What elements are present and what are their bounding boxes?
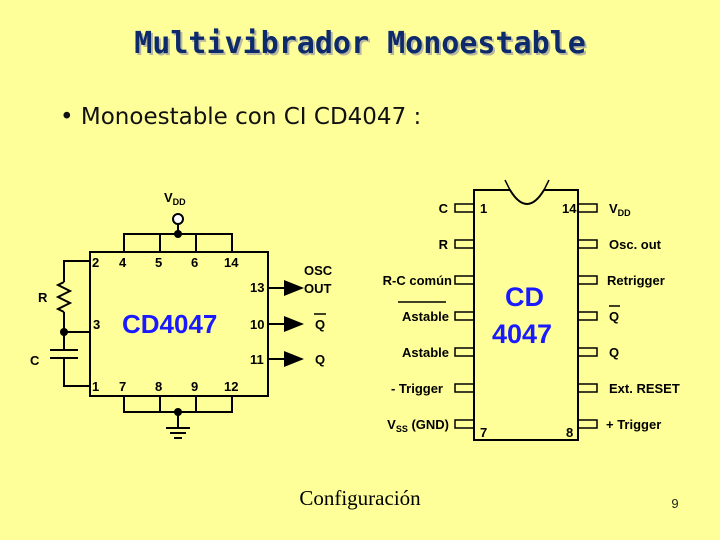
dip-chip-label-line1: CD [505,282,544,312]
osc-out-label-line2: OUT [304,281,332,296]
ground-icon [166,427,190,439]
dip-pin-1: 1 [480,201,487,216]
chip-label: CD4047 [122,309,217,339]
vdd-label: VDD [164,190,186,207]
right-pin-10: 10 [250,317,264,332]
bottom-pin-12: 12 [224,379,238,394]
pin10-label: Q [609,345,619,360]
resistor-label: R [38,290,48,305]
capacitor-symbol [50,349,78,359]
q-bar-output-label: Q [315,317,325,332]
dip-chip-body [473,189,579,441]
pin11-label: Q [609,309,619,324]
pin6-label: - Trigger [391,381,443,396]
pin4-label: Astable [402,309,449,324]
dip-pin-8: 8 [566,425,573,440]
pin14-label: VDD [609,201,631,218]
pin13-label: Osc. out [609,237,662,252]
bullet-text: • Monoestable con CI CD4047 : [60,104,422,130]
resistor-symbol [55,281,73,313]
pin12-label: Retrigger [607,273,665,288]
slide-title: Multivibrador Monoestable [134,26,586,61]
capacitor-label: C [30,353,40,368]
top-pin-6: 6 [191,255,198,270]
top-pin-14: 14 [224,255,239,270]
top-pin-5: 5 [155,255,162,270]
q-output-label: Q [315,352,325,367]
pin8-label: + Trigger [606,417,661,432]
right-pin-11: 11 [250,352,264,367]
osc-out-label-line1: OSC [304,263,333,278]
dip-pin-7: 7 [480,425,487,440]
pin9-label: Ext. RESET [609,381,680,396]
pinout-diagram: CD 4047 1 14 7 8 C R R-C común As [383,179,680,441]
pin2-label: R [439,237,449,252]
bottom-pin-8: 8 [155,379,162,394]
right-pin-13: 13 [250,280,264,295]
left-pin-3: 3 [93,317,100,332]
dip-pin-14: 14 [562,201,577,216]
circuit-diagram: VDD CD4047 2 4 5 6 14 1 7 8 9 12 3 13 10… [30,190,333,439]
dip-chip-label-line2: 4047 [492,319,552,349]
bottom-pin-9: 9 [191,379,198,394]
vdd-terminal [172,213,184,225]
pin3-label: R-C común [383,273,452,288]
top-pin-4: 4 [119,255,127,270]
pin5-label: Astable [402,345,449,360]
bottom-pin-1: 1 [92,379,99,394]
top-pin-2: 2 [92,255,99,270]
bottom-pin-7: 7 [119,379,126,394]
pin1-label: C [439,201,449,216]
page-number: 9 [671,496,679,511]
caption: Configuración [299,486,421,510]
pin7-label: VSS (GND) [387,417,449,434]
